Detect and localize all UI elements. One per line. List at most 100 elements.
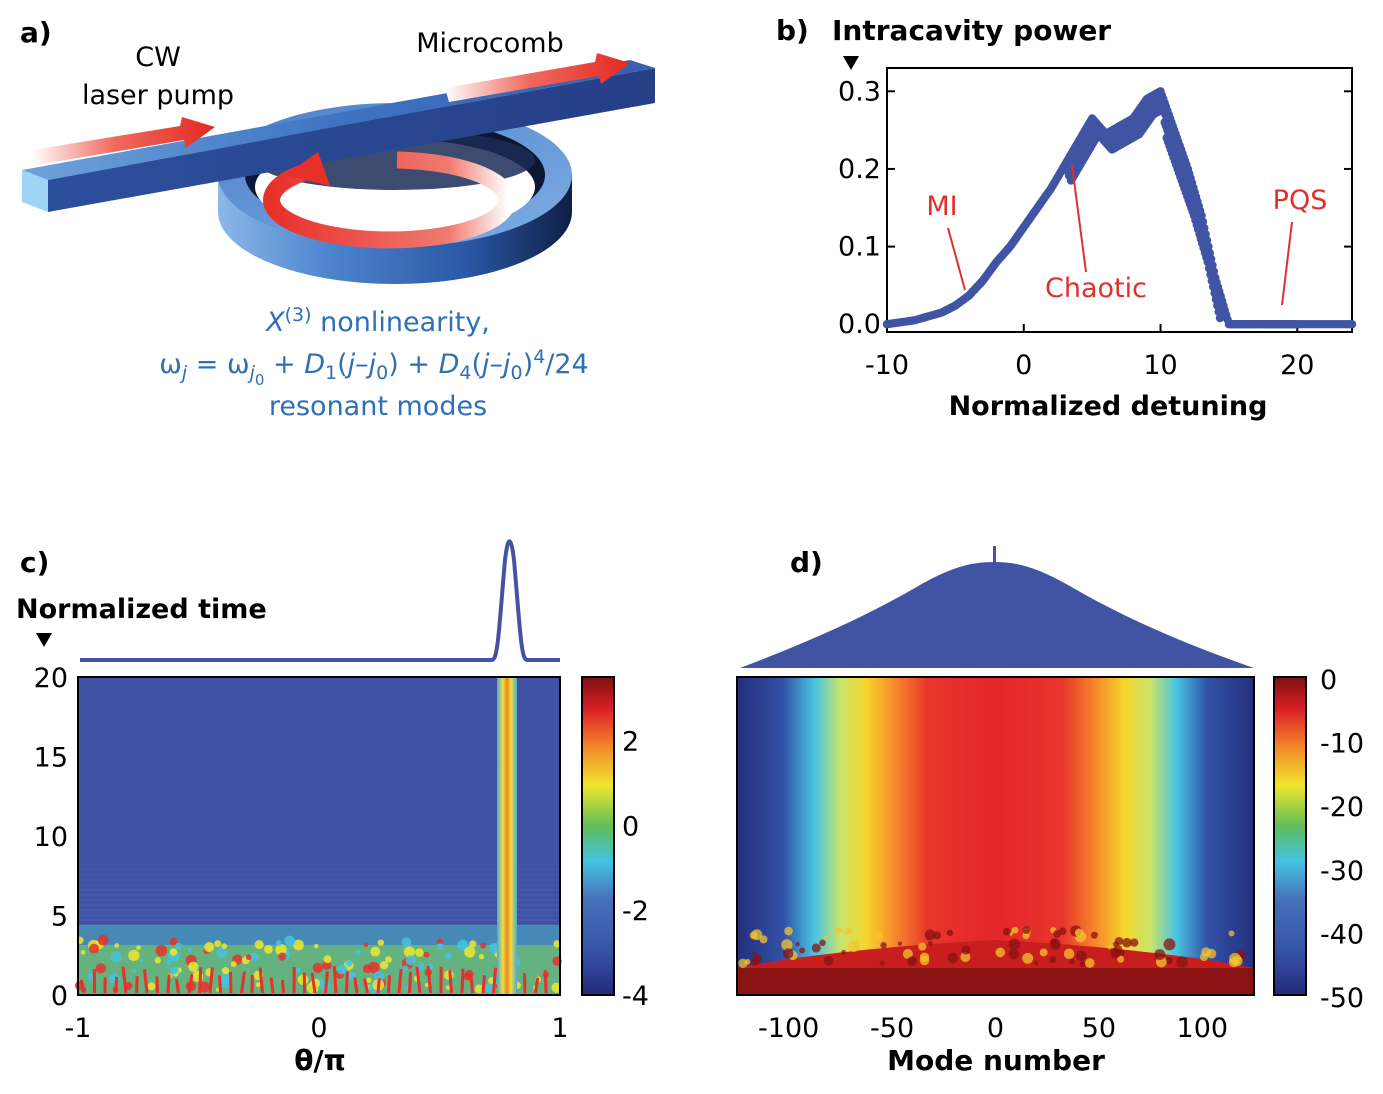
panel-c-fringes [78,849,560,926]
d-chaos-blob [1122,937,1132,948]
d-chaos-blob [918,942,927,951]
c-chaos-blob [366,977,372,983]
d-chaos-blob [875,931,884,939]
c-chaos-streak [415,966,422,994]
c-chaos-blob [457,939,469,951]
c-chaos-blob [423,951,430,958]
panel-c-plot-frame [77,676,561,996]
c-chaos-blob [214,940,222,948]
c-chaos-streak [426,965,432,994]
panel-b-label: b) [776,14,809,47]
panel-d-colorbar-ticks: 0-10-20-30-40-50 [1320,665,1364,1014]
d-xtick-label: 0 [987,1013,1004,1044]
d-chaos-blob [744,958,751,965]
d-chaos-blob [924,929,936,941]
d-chaos-blob [919,955,930,966]
d-chaos-blob [751,929,763,941]
ring-circulation-arrow [263,151,516,249]
panel-c-label: c) [20,546,49,579]
d-chaos-blob [795,941,800,947]
c-chaos-blob [204,942,215,953]
b-xtick-label: 20 [1280,350,1314,381]
d-chaos-blob [1163,938,1176,951]
c-chaos-blob [188,961,199,972]
c-chaos-streak [543,970,548,994]
d-chaos-blob [1165,956,1173,965]
soliton-trace [497,677,517,995]
c-chaos-streak [174,978,180,994]
b-ytick-label: 0.3 [838,76,881,107]
d-chaos-blob [1050,938,1059,947]
c-chaos-blob [132,969,137,974]
c-chaos-blob [379,961,389,970]
resonant-modes-caption: resonant modes [269,391,487,422]
panel-b-title: Intracavity power [832,14,1111,47]
c-xtick-label: -1 [65,1013,92,1044]
c-chaos-blob [278,952,287,961]
c-chaos-blob [264,945,273,954]
b-annotation-pointer [947,227,966,291]
d-chaos-blob [1079,961,1086,968]
c-chaos-streak [269,977,275,994]
d-chaos-blob [1008,948,1020,960]
c-chaos-streak [534,977,540,994]
c-chaos-blob [446,985,451,990]
c-chaos-streak [240,971,246,994]
c-chaos-blob [314,943,319,949]
c-chaos-blob [198,981,210,993]
panel-a: a) CW laser pump Microcomb [20,16,655,422]
c-chaos-blob [95,963,106,974]
microcomb-label: Microcomb [416,28,563,59]
d-chaos-blob [1022,926,1031,935]
d-chaos-blob [1084,958,1095,968]
d-chaos-blob [1118,949,1125,956]
d-chaos-blob [947,952,959,964]
b-annotation-label: PQS [1273,185,1328,216]
d-colorbar-label: 0 [1320,665,1337,696]
y-axis-marker-icon [843,56,859,70]
panel-d-chaotic-region [737,925,1254,995]
d-chaos-blob [1002,927,1011,936]
c-chaos-streak [310,972,317,994]
microcomb-arrow [445,53,630,102]
d-chaos-blob [1074,928,1084,938]
d-chaos-blob [879,960,885,966]
c-chaos-blob [345,959,353,967]
d-chaos-blob [784,926,793,936]
c-chaos-blob [444,952,452,960]
c-chaos-streak [448,970,453,994]
c-chaos-blob [464,946,476,958]
c-chaos-streak [460,968,465,994]
c-chaos-streak [363,978,369,994]
c-chaos-streak [166,974,171,994]
dispersion-formula: ωj = ωj0 + D1(j–j0) + D4(j–j0)4/24 [159,346,588,389]
c-chaos-streak [492,967,498,994]
panel-a-label: a) [20,16,52,49]
c-xtick-label: 0 [310,1013,327,1044]
b-annotation-label: MI [926,191,957,222]
b-xtick-label: -10 [865,350,909,381]
d-chaos-blob [995,947,1006,958]
d-chaos-blob [1130,938,1139,947]
c-chaos-blob [80,950,86,955]
c-chaos-blob [169,948,178,956]
spectrum-envelope [740,562,1254,668]
c-chaos-streak [324,971,329,994]
c-colorbar-label: -2 [622,896,649,927]
c-xtick-label: 1 [551,1013,568,1044]
c-chaos-streak [469,975,474,994]
c-chaos-streak [208,967,214,994]
d-chaos-blob [1199,952,1209,962]
d-chaos-blob [1107,945,1112,950]
c-chaos-blob [417,963,425,971]
d-chaos-blob [841,949,847,955]
c-chaos-streak [522,973,527,994]
d-chaos-cap [737,940,1254,968]
d-chaos-blob [781,939,793,951]
c-ytick-label: 20 [34,663,68,694]
panel-b-plot-frame [886,67,1353,333]
